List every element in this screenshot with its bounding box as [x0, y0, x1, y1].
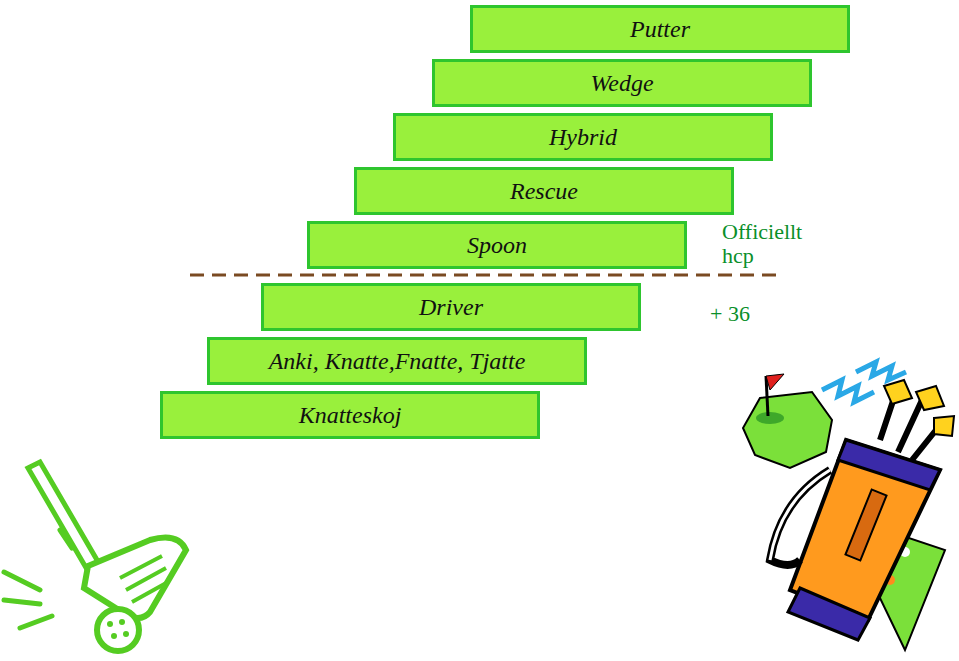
step-label: Wedge: [590, 71, 653, 95]
club-step-bar: Hybrid: [393, 113, 773, 161]
club-step-bar: Wedge: [432, 59, 812, 107]
club-step-bar: Knatteskoj: [160, 391, 540, 439]
step-label: Hybrid: [549, 125, 617, 149]
golf-club-illustration: [4, 462, 186, 651]
club-step-bar: Rescue: [354, 167, 734, 215]
step-label: Rescue: [510, 179, 578, 203]
handicap-value: + 36: [710, 302, 790, 326]
club-step-bar: Spoon: [307, 221, 687, 269]
step-label: Spoon: [467, 233, 527, 257]
club-step-bar: Putter: [470, 5, 850, 53]
golf-bag-illustration: [743, 362, 954, 650]
step-label: Knatteskoj: [299, 403, 402, 427]
club-step-bar: Driver: [261, 283, 641, 331]
divider-line: [190, 274, 782, 277]
step-label: Anki, Knatte,Fnatte, Tjatte: [269, 349, 526, 373]
step-label: Driver: [419, 295, 483, 319]
club-step-bar: Anki, Knatte,Fnatte, Tjatte: [207, 337, 587, 385]
handicap-note: Officiellt hcp: [722, 220, 822, 268]
step-label: Putter: [630, 17, 690, 41]
